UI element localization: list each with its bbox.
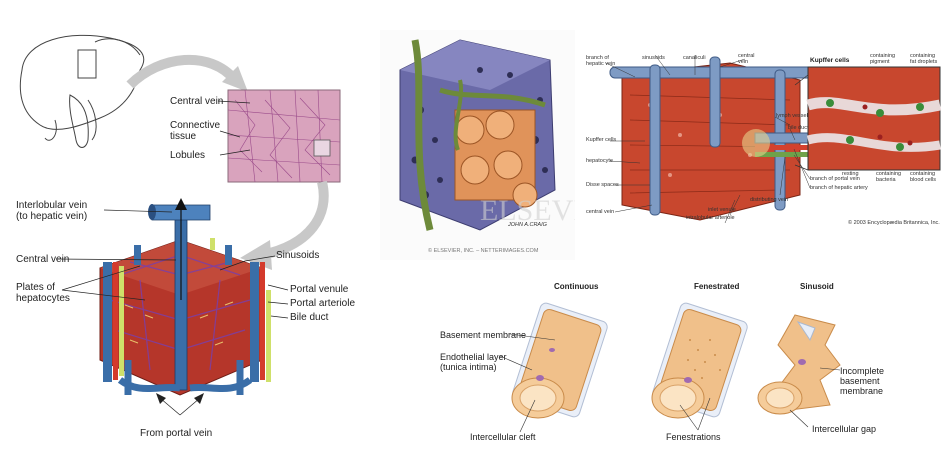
netter-signature: JOHN A.CRAIG bbox=[508, 222, 547, 228]
intercellular-cleft-label: Intercellular cleft bbox=[470, 432, 536, 442]
sinusoids-c-label: sinusoids bbox=[642, 55, 665, 61]
canaliculi-label: canaliculi bbox=[683, 55, 706, 61]
portal-triads bbox=[103, 238, 271, 382]
incomplete-basement-membrane-label: Incomplete basement membrane bbox=[840, 366, 885, 396]
containing-fat-label: containing fat droplets bbox=[910, 53, 938, 65]
branch-hepatic-vein-label: branch of hepatic vein bbox=[586, 55, 616, 67]
lobule-block bbox=[99, 198, 271, 396]
portal-arteriole-label: Portal arteriole bbox=[290, 298, 356, 309]
arrow-to-lobule bbox=[260, 180, 329, 260]
interlobular-vein-label: Interlobular vein (to hepatic vein) bbox=[16, 200, 88, 222]
fenestrated-capillary bbox=[651, 302, 748, 419]
liver-lobule-drawing bbox=[19, 34, 341, 416]
liver-outline-sketch bbox=[19, 34, 145, 148]
sinusoid-capillary bbox=[757, 314, 841, 415]
capillary-types-panel: Continuous Fenestrated Sinusoid Basement… bbox=[440, 270, 940, 460]
continuous-capillary bbox=[511, 302, 608, 419]
central-vein-label: Central vein bbox=[170, 96, 224, 107]
distributing-vein-label: distributing vein bbox=[750, 197, 789, 203]
from-portal-vein-label: From portal vein bbox=[140, 428, 213, 439]
kupffer-cells-title: Kupffer cells bbox=[810, 57, 850, 64]
continuous-heading: Continuous bbox=[554, 282, 599, 291]
sinusoids-label: Sinusoids bbox=[276, 250, 320, 261]
intralobular-arteriole-label: intralobular arteriole bbox=[686, 215, 735, 221]
sinusoid-heading: Sinusoid bbox=[800, 282, 834, 291]
kupffer-inset bbox=[807, 66, 941, 171]
basement-membrane-label: Basement membrane bbox=[440, 330, 527, 340]
inlet-venule-label: inlet venule bbox=[708, 207, 736, 213]
lobule-pattern bbox=[227, 89, 341, 183]
arrow-to-section bbox=[126, 55, 239, 89]
britannica-copyright: © 2003 Encyclopædia Britannica, Inc. bbox=[848, 220, 940, 226]
bile-duct-label: Bile duct bbox=[290, 312, 329, 323]
liver-lobule-panel: Central vein Connective tissue Lobules I… bbox=[0, 0, 380, 462]
containing-pigment-label: containing pigment bbox=[870, 53, 896, 65]
netter-credit: © ELSEVIER, INC. – NETTERIMAGES.COM bbox=[428, 248, 539, 254]
fenestrated-heading: Fenestrated bbox=[694, 282, 740, 291]
central-vein-c-label: central vein bbox=[586, 209, 615, 215]
britannica-illustration bbox=[605, 54, 942, 224]
central-vein-top-label: central vein bbox=[738, 53, 755, 65]
kupffer-cells-label: Kupffer cells bbox=[586, 137, 617, 143]
elsevier-watermark: ELSEVIER bbox=[480, 194, 575, 227]
intercellular-gap-label: Intercellular gap bbox=[812, 424, 877, 434]
branch-portal-vein-label: branch of portal vein bbox=[810, 176, 860, 182]
fenestrations-label: Fenestrations bbox=[666, 432, 721, 442]
plates-of-hepatocytes-label: Plates of hepatocytes bbox=[16, 282, 70, 304]
central-vein-lobule-label: Central vein bbox=[16, 254, 70, 265]
netter-illustration-panel: ELSEVIER JOHN A.CRAIG © ELSEVIER, INC. –… bbox=[380, 30, 575, 260]
containing-bacteria-label: containing bacteria bbox=[876, 171, 902, 183]
portal-venule-label: Portal venule bbox=[290, 284, 349, 295]
lobules-label: Lobules bbox=[170, 150, 206, 161]
netter-illustration: ELSEVIER bbox=[380, 30, 575, 260]
britannica-panel: branch of hepatic vein sinusoids canalic… bbox=[580, 45, 945, 235]
containing-blood-cells-label: containing blood cells bbox=[910, 171, 936, 183]
capillary-types-drawing bbox=[499, 302, 841, 433]
connective-tissue-label: Connective tissue bbox=[170, 120, 221, 142]
disse-spaces-label: Disse spaces bbox=[586, 182, 619, 188]
hepatocyte-label: hepatocyte bbox=[586, 158, 613, 164]
resting-label: resting bbox=[842, 171, 859, 177]
hepatocyte-cords bbox=[454, 109, 538, 208]
branch-hepatic-artery-label: branch of hepatic artery bbox=[810, 185, 868, 191]
bile-duct-c-label: bile duct bbox=[788, 125, 809, 131]
lymph-vessel-label: lymph vessel bbox=[776, 113, 808, 119]
endothelial-layer-label: Endothelial layer (tunica intima) bbox=[440, 352, 507, 372]
